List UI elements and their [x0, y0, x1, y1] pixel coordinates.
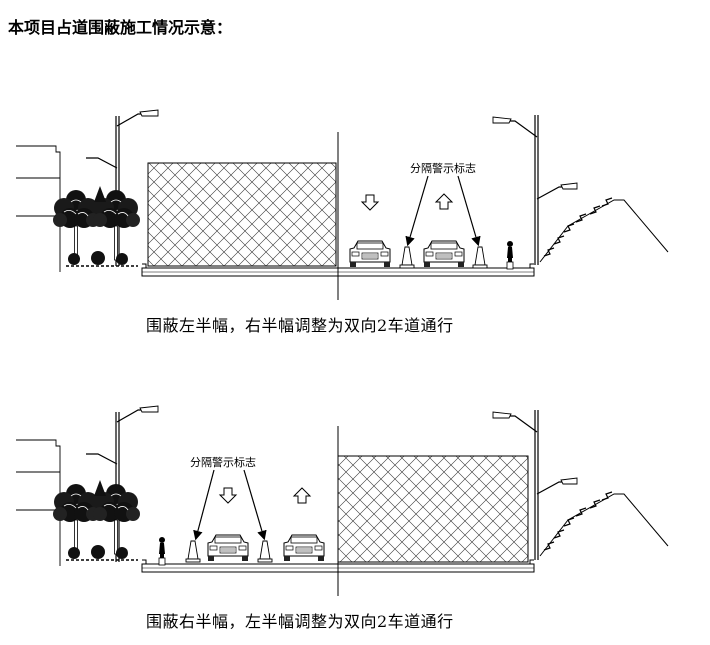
arrow-down-icon [218, 487, 238, 504]
construction-hoarding [147, 162, 337, 267]
page-title: 本项目占道围蔽施工情况示意： [8, 18, 233, 37]
traffic-cone-icon [257, 540, 273, 563]
embankment [539, 491, 669, 557]
construction-hoarding [337, 455, 529, 563]
embankment [539, 197, 669, 263]
building-icon [15, 439, 61, 567]
car-icon [207, 534, 249, 562]
traffic-cone-icon [399, 246, 415, 269]
arrow-up-icon [292, 487, 312, 504]
car-icon [349, 240, 391, 268]
street-lamp-icon [85, 405, 159, 563]
street-lamp-icon [492, 114, 578, 266]
cyclist-icon [506, 240, 514, 270]
sign-label: 分隔警示标志 [190, 455, 256, 469]
caption-bottom: 围蔽右半幅，左半幅调整为双向2车道通行 [146, 612, 454, 631]
shrub-icon [66, 480, 138, 561]
traffic-cone-icon [185, 540, 201, 563]
street-lamp-icon [85, 109, 159, 267]
panel-bottom: 分隔警示标志 [15, 405, 669, 596]
traffic-cone-icon [472, 246, 488, 269]
shrub-icon [66, 186, 138, 267]
car-icon [423, 240, 465, 268]
arrow-up-icon [434, 193, 454, 210]
sign-label: 分隔警示标志 [410, 161, 476, 175]
panel-top: 分隔警示标志 [15, 109, 669, 300]
caption-top: 围蔽左半幅，右半幅调整为双向2车道通行 [146, 316, 454, 335]
cyclist-icon [158, 536, 166, 566]
car-icon [283, 534, 325, 562]
arrow-down-icon [360, 194, 380, 211]
building-icon [15, 145, 61, 273]
